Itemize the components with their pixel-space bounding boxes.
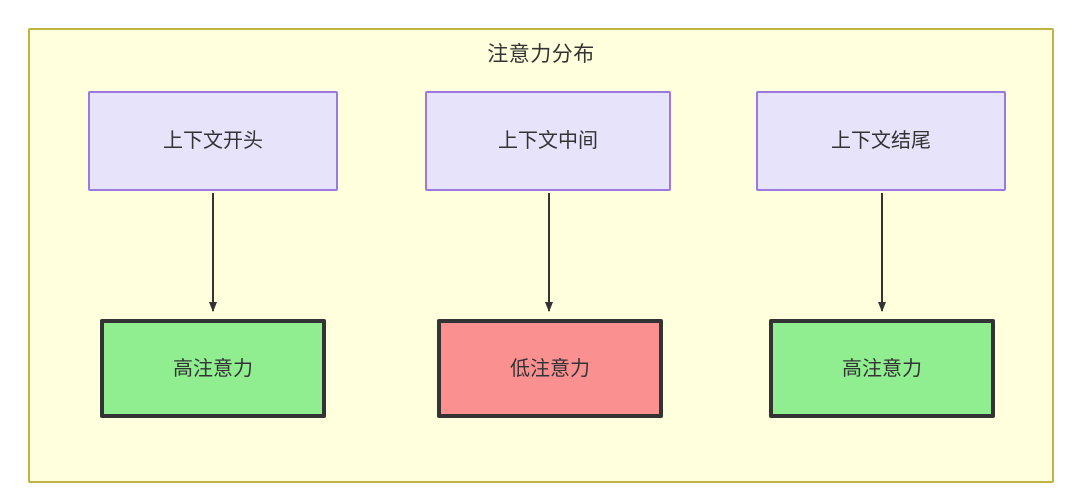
- node-context-start-label: 上下文开头: [163, 130, 263, 152]
- node-context-middle[interactable]: 上下文中间: [425, 91, 671, 191]
- node-attention-start[interactable]: 高注意力: [100, 319, 326, 418]
- node-context-end-label: 上下文结尾: [831, 130, 931, 152]
- node-context-start[interactable]: 上下文开头: [88, 91, 338, 191]
- node-attention-middle-label: 低注意力: [510, 357, 590, 380]
- node-attention-start-label: 高注意力: [173, 357, 253, 380]
- node-attention-end[interactable]: 高注意力: [769, 319, 995, 418]
- node-attention-middle[interactable]: 低注意力: [437, 319, 663, 418]
- node-context-end[interactable]: 上下文结尾: [756, 91, 1006, 191]
- subgraph-title: 注意力分布: [487, 43, 595, 66]
- node-context-middle-label: 上下文中间: [498, 130, 598, 152]
- node-attention-end-label: 高注意力: [842, 357, 922, 380]
